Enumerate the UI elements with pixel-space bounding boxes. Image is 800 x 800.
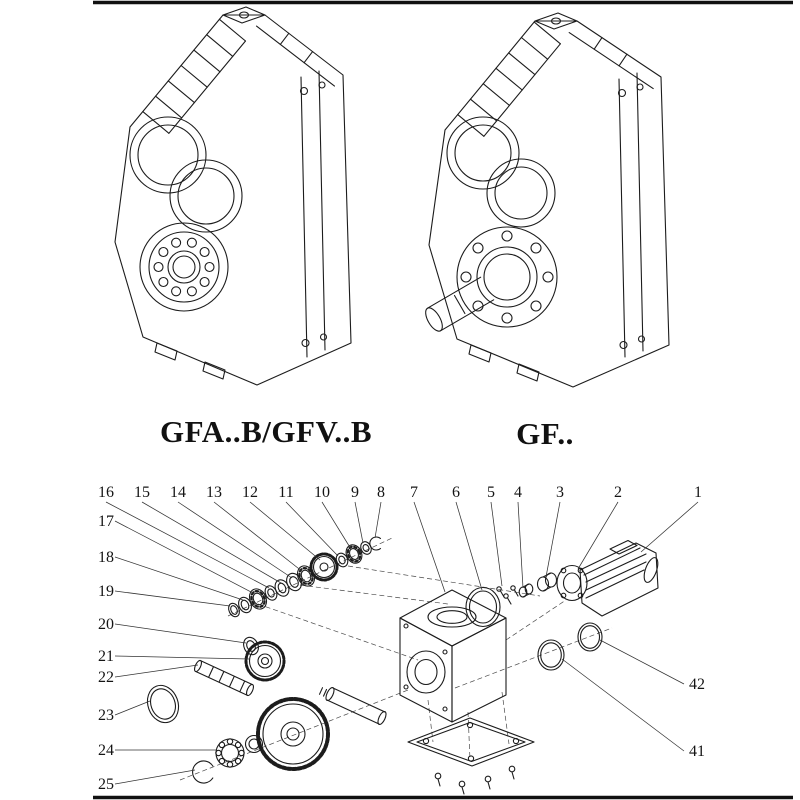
side-ribs: [617, 72, 646, 358]
output-gear-parts: [192, 697, 330, 784]
callout-2: 2: [614, 484, 622, 501]
left-gearbox-drawing: [114, 6, 352, 386]
flange-gasket-parts: [465, 572, 558, 628]
right-gearbox-drawing: [425, 12, 670, 388]
callout-11: 11: [278, 484, 293, 501]
callout-25: 25: [98, 776, 114, 793]
callout-24: 24: [98, 742, 114, 759]
callout-22: 22: [98, 669, 114, 686]
callout-19: 19: [98, 583, 114, 600]
callout-1: 1: [694, 484, 702, 501]
callout-14: 14: [170, 484, 186, 501]
output-bearing: [139, 222, 229, 312]
callout-20: 20: [98, 616, 114, 633]
model-label-right: GF..: [516, 416, 574, 451]
callout-42: 42: [689, 676, 705, 693]
splined-shaft: [193, 659, 255, 697]
callout-10: 10: [314, 484, 330, 501]
input-bores: [129, 116, 243, 233]
cooling-fins: [457, 21, 561, 137]
callout-18: 18: [98, 549, 114, 566]
input-shaft-parts: [228, 536, 382, 618]
output-shaft: [425, 276, 495, 332]
callout-3: 3: [556, 484, 564, 501]
intermediate-gear-parts: [243, 636, 286, 682]
callout-13: 13: [206, 484, 222, 501]
callout-7: 7: [410, 484, 418, 501]
output-flange: [456, 226, 558, 328]
callout-8: 8: [377, 484, 385, 501]
input-bores: [446, 116, 556, 228]
callout-21: 21: [98, 648, 114, 665]
output-pinion-shaft: [318, 686, 387, 726]
page-border: [93, 0, 793, 800]
callout-15: 15: [134, 484, 150, 501]
cover-plate: [407, 717, 535, 795]
construction-lines: [179, 537, 613, 781]
callout-41: 41: [689, 743, 705, 760]
leader-lines: [105, 501, 699, 785]
callout-4: 4: [514, 484, 522, 501]
side-ribs: [299, 70, 328, 358]
shim-ring: [146, 684, 180, 724]
callout-17: 17: [98, 513, 114, 530]
callout-16: 16: [98, 484, 114, 501]
retaining-rings: [537, 622, 603, 671]
motor: [556, 539, 659, 617]
exploded-view: 16 15 14 13 12 11 10 9 8 7 6 5 4 3 2 1 1…: [98, 484, 705, 795]
callout-23: 23: [98, 707, 114, 724]
callout-12: 12: [242, 484, 258, 501]
callout-9: 9: [351, 484, 359, 501]
callout-6: 6: [452, 484, 460, 501]
gear-housing: [399, 589, 507, 723]
cooling-fins: [142, 18, 247, 134]
model-label-left: GFA..B/GFV..B: [159, 414, 373, 449]
callout-numbers: 16 15 14 13 12 11 10 9 8 7 6 5 4 3 2 1 1…: [98, 484, 705, 793]
callout-5: 5: [487, 484, 495, 501]
